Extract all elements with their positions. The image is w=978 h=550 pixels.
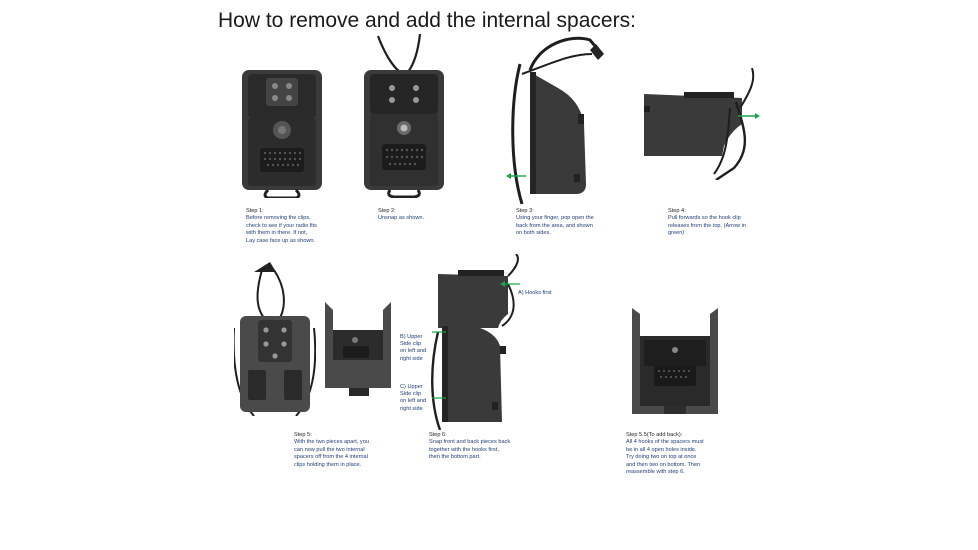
step5-5-photo	[630, 306, 720, 420]
step1-photo	[238, 68, 326, 198]
step6-top-photo	[438, 254, 522, 328]
step2-photo	[362, 32, 446, 198]
step2-caption: Step 2: Unsnap as shown.	[378, 208, 425, 222]
step5-back-photo	[234, 258, 316, 416]
step6-side-photo	[430, 326, 510, 430]
step5-5-caption: Step 5.5(To add back): All 4 hooks of th…	[626, 432, 704, 476]
annotation-a: A) Hooks first	[518, 290, 552, 296]
step1-caption: Step 1: Before removing the clips, check…	[246, 208, 317, 244]
step4-photo	[644, 68, 764, 180]
step5-caption: Step 5: With the two pieces apart, you c…	[294, 432, 369, 468]
step5-front-photo	[321, 300, 395, 398]
step3-caption: Step 3: Using your finger, pop open the …	[516, 208, 594, 237]
annotation-b: B) Upper Side clip on left and right sid…	[400, 334, 427, 362]
step4-caption: Step 4: Pull forwards so the hook clip r…	[668, 208, 747, 237]
page-title: How to remove and add the internal space…	[218, 9, 636, 32]
annotation-c: C) Upper Side clip on left and right sid…	[400, 384, 427, 412]
step3-photo	[500, 34, 608, 206]
step6-caption: Step 6: Snap front and back pieces back …	[429, 432, 511, 461]
